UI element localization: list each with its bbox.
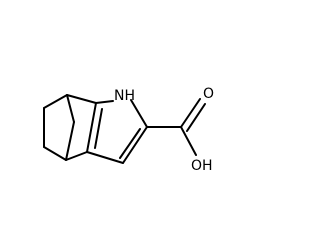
molecule-diagram: NH O OH xyxy=(43,86,214,174)
bond-carbonyl-double xyxy=(186,103,206,132)
bond-hydroxyl xyxy=(180,126,197,156)
bond-bridge-c4 xyxy=(65,121,75,161)
structure-canvas: NH O OH xyxy=(43,86,215,174)
bond-c3-c3a xyxy=(86,151,124,164)
bond-carbonyl xyxy=(180,98,201,128)
carbonyl-oxygen-label: O xyxy=(203,86,214,102)
hydroxyl-label: OH xyxy=(191,158,213,174)
bond-c2-c3 xyxy=(122,126,148,164)
bond-c2-c3-double xyxy=(119,128,141,159)
nh-label: NH xyxy=(114,88,135,104)
bond-c4-c3a xyxy=(65,151,88,161)
bond-c7-bridge xyxy=(66,94,75,123)
bond-c5-c4 xyxy=(43,146,67,161)
bond-c7a-n1 xyxy=(95,100,114,104)
bond-c3a-c7a-double xyxy=(94,108,103,149)
bond-c7-c6 xyxy=(43,94,68,109)
bond-c7a-c7 xyxy=(66,94,97,104)
bond-c3a-c7a xyxy=(86,102,97,153)
bond-n1-c2 xyxy=(130,99,148,128)
